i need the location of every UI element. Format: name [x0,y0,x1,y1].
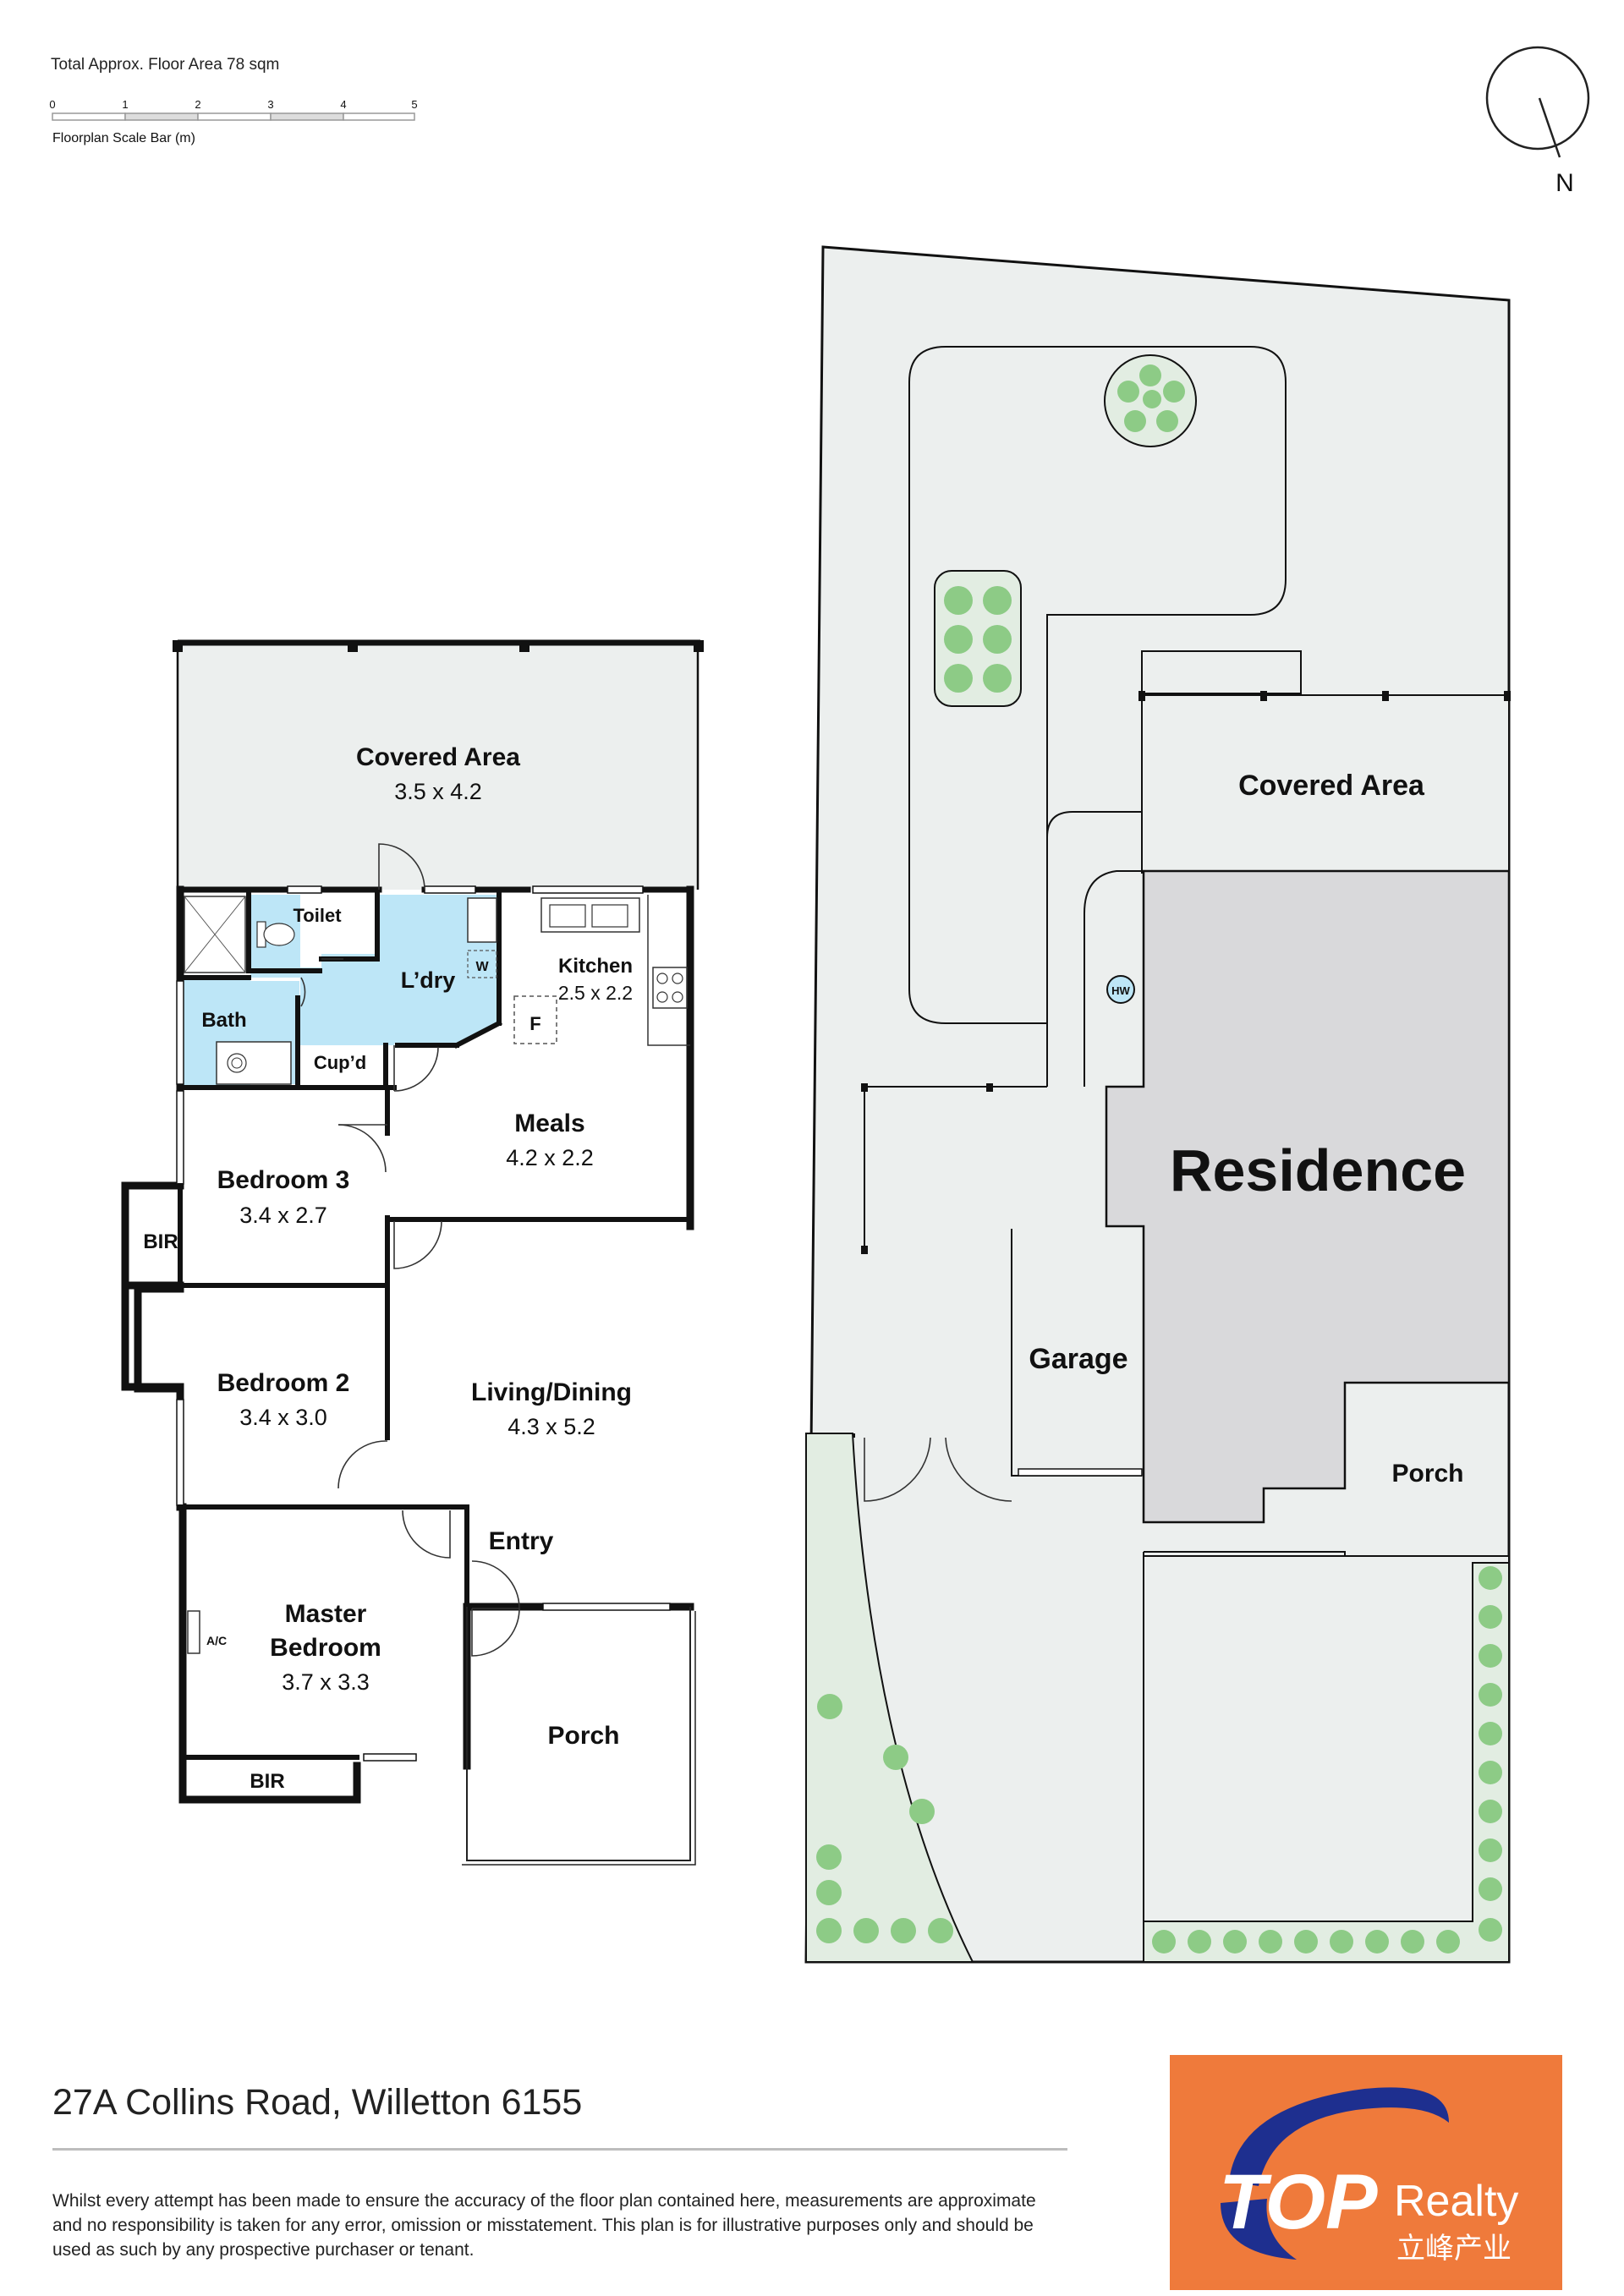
master-dims: 3.7 x 3.3 [282,1669,370,1695]
logo-brand-top: TOP [1219,2159,1378,2245]
kitchen-dims: 2.5 x 2.2 [558,982,633,1004]
living-label: Living/Dining [471,1378,632,1406]
bir1-label: BIR [143,1230,178,1253]
bedroom2-dims: 3.4 x 3.0 [239,1405,327,1430]
residence-label: Residence [1170,1137,1466,1203]
aircon-label: A/C [206,1634,227,1647]
covered-area-fill [178,643,698,890]
cupboard-label: Cup’d [314,1052,366,1073]
north-label: N [1555,169,1574,197]
entry-label: Entry [489,1527,554,1555]
fridge-label: F [529,1013,540,1034]
scale-caption: Floorplan Scale Bar (m) [52,131,195,145]
master-label-line1: Master [285,1600,367,1628]
covered-area-dims: 3.5 x 4.2 [394,779,482,804]
property-address: 27A Collins Road, Willetton 6155 [52,2082,583,2123]
hot-water-label: HW [1111,984,1130,997]
scale-tick-4: 4 [340,98,346,111]
laundry-label: L’dry [401,967,456,993]
floor-plan: Covered Area 3.5 x 4.2 Toilet L’dry W Ki… [121,639,704,1866]
floor-area-note: Total Approx. Floor Area 78 sqm [51,56,280,74]
logo-brand-realty: Realty [1394,2177,1518,2226]
scale-tick-5: 5 [411,98,417,111]
scale-tick-0: 0 [49,98,55,111]
bedroom3-dims: 3.4 x 2.7 [239,1203,327,1228]
scale-bar: 0 1 2 3 4 5 Floorplan Scale Bar (m) [49,98,417,145]
washer-label: W [475,960,489,974]
hot-water-unit [1106,975,1135,1004]
address-divider [52,2148,1067,2151]
bedroom2-label: Bedroom 2 [217,1369,350,1397]
garage-label: Garage [1029,1343,1127,1375]
scale-tick-2: 2 [195,98,200,111]
site-plan: Covered Area HW Residence Garage Porch [804,245,1511,1964]
scale-tick-1: 1 [122,98,128,111]
disclaimer-text: Whilst every attempt has been made to en… [52,2191,1036,2260]
meals-dims: 4.2 x 2.2 [506,1145,594,1170]
bedroom3-label: Bedroom 3 [217,1166,350,1194]
kitchen-label: Kitchen [558,955,633,978]
north-compass: N [1485,46,1590,197]
covered-area-label: Covered Area [356,743,520,771]
living-dims: 4.3 x 5.2 [508,1414,595,1439]
scale-tick-3: 3 [267,98,273,111]
porch-label: Porch [547,1722,619,1750]
bath-label: Bath [201,1009,246,1032]
toilet-label: Toilet [293,905,342,926]
top-realty-logo: TOP Realty 立峰产业 [1170,2055,1562,2290]
site-covered-area-label: Covered Area [1238,770,1425,802]
bir2-label: BIR [250,1770,284,1793]
master-label-line2: Bedroom [270,1634,381,1662]
site-covered-area [1141,694,1510,874]
site-porch-label: Porch [1391,1460,1463,1488]
meals-label: Meals [514,1110,584,1137]
logo-brand-chinese: 立峰产业 [1396,2232,1512,2266]
plant-bed-hedge [1143,1562,1510,1963]
